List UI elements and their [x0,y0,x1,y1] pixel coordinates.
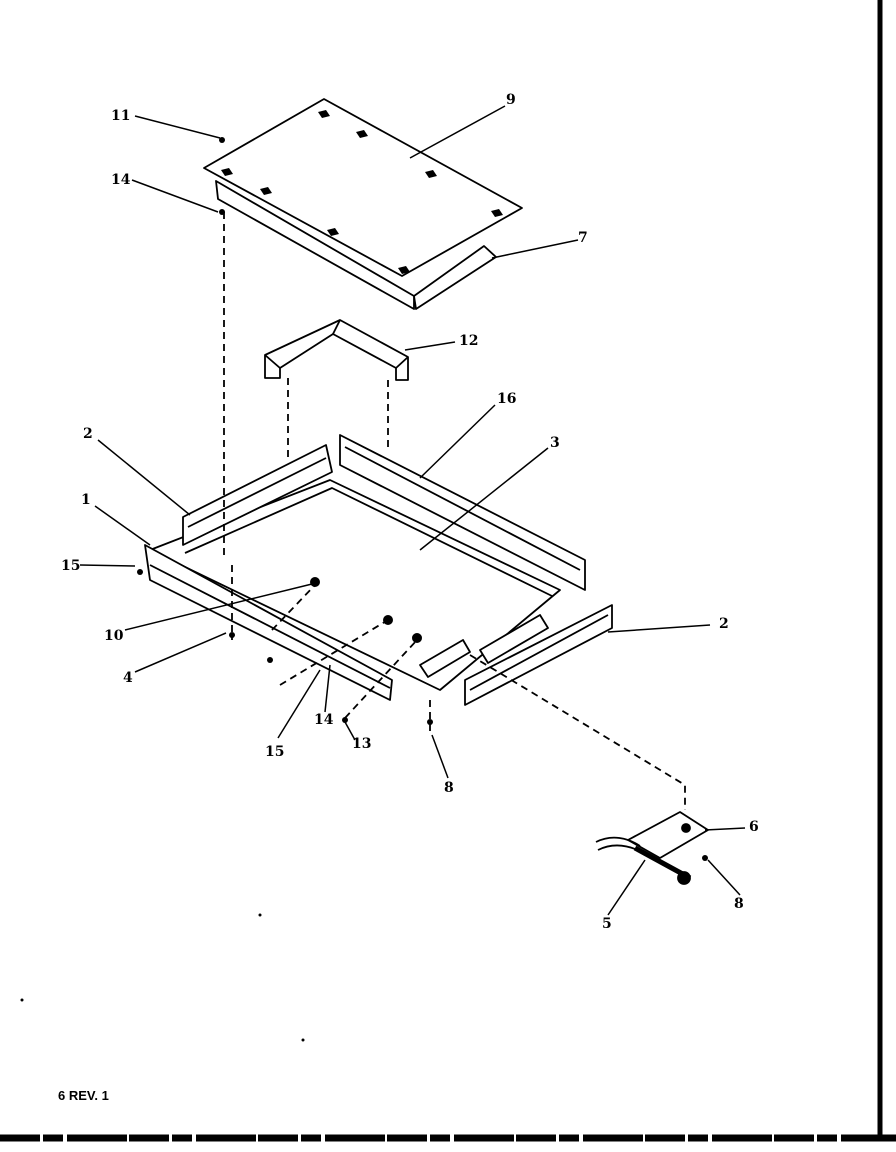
callout-3: 3 [550,435,560,451]
callout-8: 8 [734,896,744,912]
side-rail-right [464,604,613,706]
callout-13: 13 [352,736,371,752]
callout-12: 12 [459,333,478,349]
callout-10: 10 [104,628,124,644]
leader-lines [79,105,746,916]
callout-7: 7 [578,230,588,246]
callout-labels: 9 11 14 7 12 16 2 3 1 15 10 4 2 14 15 13… [61,92,759,932]
callout-2: 2 [719,616,729,632]
side-rail-left [182,444,333,546]
revision-label: 6 REV. 1 [58,1088,109,1103]
callout-11: 11 [111,108,130,124]
callout-15: 15 [61,558,80,574]
front-rail [144,544,393,701]
callout-15: 15 [265,744,284,760]
base-pan [149,479,561,691]
callout-8: 8 [444,780,454,796]
insulation-block [264,319,409,381]
callout-5: 5 [602,916,612,932]
callout-2: 2 [83,426,93,442]
callout-1: 1 [81,492,91,508]
callout-16: 16 [497,391,516,407]
callout-6: 6 [749,819,759,835]
callout-4: 4 [123,670,133,686]
callout-9: 9 [506,92,516,108]
top-panel-assembly [203,98,523,310]
igniter-bracket [595,811,709,885]
callout-14: 14 [314,712,334,728]
back-rail [339,434,586,591]
assembly-dash-lines [223,212,686,810]
callout-14: 14 [111,172,131,188]
